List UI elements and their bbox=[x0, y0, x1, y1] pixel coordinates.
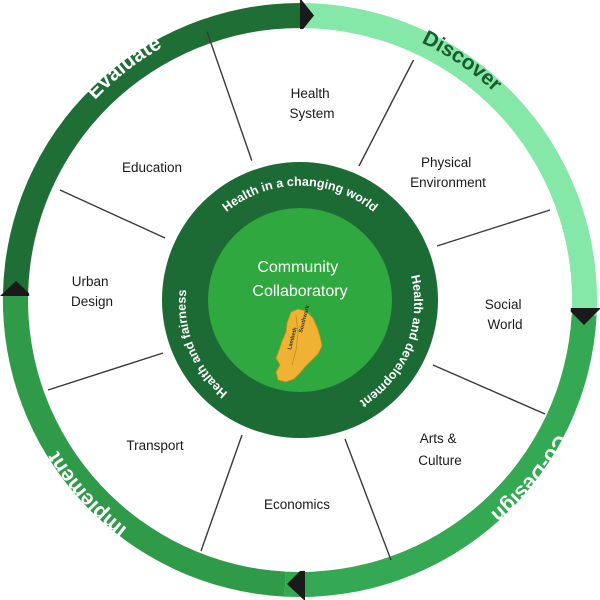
arrow-head-evaluate bbox=[0, 281, 32, 296]
arrow-head-implement bbox=[287, 566, 305, 600]
center-title: Community Collaboratory bbox=[252, 259, 347, 300]
borough-map: Southwark Lambeth bbox=[275, 304, 323, 383]
sector-urban-design: Urban Design bbox=[71, 274, 113, 309]
sector-education: Education bbox=[122, 160, 182, 175]
evaluate-arc bbox=[3, 3, 300, 293]
center-circle: Community Collaboratory Southwark Lambet… bbox=[208, 208, 392, 392]
arrow-head-co-design bbox=[567, 308, 600, 325]
sector-physical-environment: Physical Environment bbox=[410, 155, 486, 190]
sector-arts-culture: Arts & Culture bbox=[418, 431, 462, 468]
sector-health-system: Health System bbox=[289, 86, 334, 121]
discover-arc bbox=[300, 3, 598, 316]
sector-social-world: Social World bbox=[485, 297, 526, 332]
map-label-lambeth: Lambeth bbox=[287, 326, 299, 350]
sector-transport: Transport bbox=[126, 438, 184, 453]
center-disc bbox=[208, 208, 392, 392]
map-shape bbox=[275, 308, 323, 383]
implement-arc bbox=[2, 292, 286, 597]
sector-dividers bbox=[47, 31, 551, 561]
sector-economics: Economics bbox=[264, 497, 330, 512]
co-design-arc bbox=[284, 314, 597, 598]
arrow-head-discover bbox=[300, 0, 314, 33]
